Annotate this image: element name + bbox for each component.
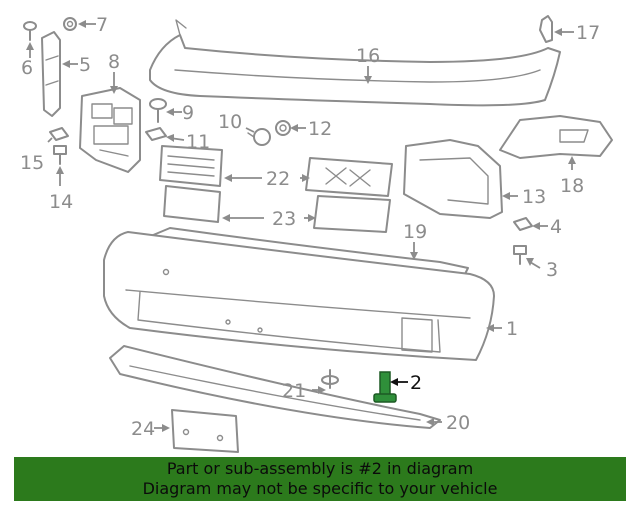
part-23-panel-left [163, 185, 221, 223]
callout-18: 18 [560, 175, 584, 197]
part-9-pin [149, 98, 167, 123]
callout-6: 6 [21, 57, 33, 79]
part-21-pin [321, 369, 339, 389]
callout-2: 2 [410, 372, 422, 394]
info-banner: Part or sub-assembly is #2 in diagram Di… [14, 457, 626, 501]
part-16-upper-trim [149, 19, 561, 107]
part-14-bolt [53, 145, 67, 165]
callout-14: 14 [49, 191, 73, 213]
callout-1: 1 [506, 318, 518, 340]
part-2-bolt-highlighted [373, 371, 397, 403]
part-3-bolt [513, 245, 527, 265]
part-12-clip [275, 120, 291, 136]
part-8-mount-bracket [79, 87, 141, 173]
callout-12: 12 [308, 118, 332, 140]
callout-11: 11 [186, 131, 210, 153]
callout-20: 20 [446, 412, 470, 434]
callout-17: 17 [576, 22, 600, 44]
part-24-plate-bracket [171, 409, 239, 453]
callout-8: 8 [108, 51, 120, 73]
part-20-valance [109, 345, 441, 429]
callout-10: 10 [218, 111, 242, 133]
callout-5: 5 [79, 54, 91, 76]
part-6-rivet [23, 21, 37, 41]
part-15-nut [49, 127, 69, 141]
banner-line-1: Part or sub-assembly is #2 in diagram [166, 459, 474, 478]
part-5-bracket [41, 31, 61, 117]
part-10-rivet [247, 128, 271, 146]
callout-24: 24 [131, 418, 155, 440]
callout-7: 7 [96, 14, 108, 36]
part-17-bracket [539, 15, 553, 43]
parts-diagram: 7 6 5 8 9 10 12 11 15 14 16 17 18 22 23 … [20, 14, 613, 453]
part-7-clip [63, 17, 77, 31]
callout-labels: 7 6 5 8 9 10 12 11 15 14 16 17 18 22 23 … [20, 14, 600, 440]
part-18-end-bracket [499, 115, 613, 159]
callout-22: 22 [266, 168, 290, 190]
part-13-side-bracket [403, 139, 503, 219]
part-22-grille-right [305, 157, 393, 197]
part-23-panel-right [313, 195, 391, 233]
part-11-nut [145, 127, 167, 141]
leader-lines [26, 20, 576, 432]
callout-9: 9 [182, 102, 194, 124]
callout-13: 13 [522, 186, 546, 208]
callout-16: 16 [356, 45, 380, 67]
banner-line-2: Diagram may not be specific to your vehi… [142, 479, 498, 498]
part-1-bumper [103, 231, 495, 361]
callout-23: 23 [272, 208, 296, 230]
callout-15: 15 [20, 152, 44, 174]
callout-21: 21 [282, 380, 306, 402]
part-22-grille-left [159, 145, 223, 187]
part-4-nut [513, 217, 533, 231]
callout-19: 19 [403, 221, 427, 243]
callout-3: 3 [546, 259, 558, 281]
callout-4: 4 [550, 216, 562, 238]
